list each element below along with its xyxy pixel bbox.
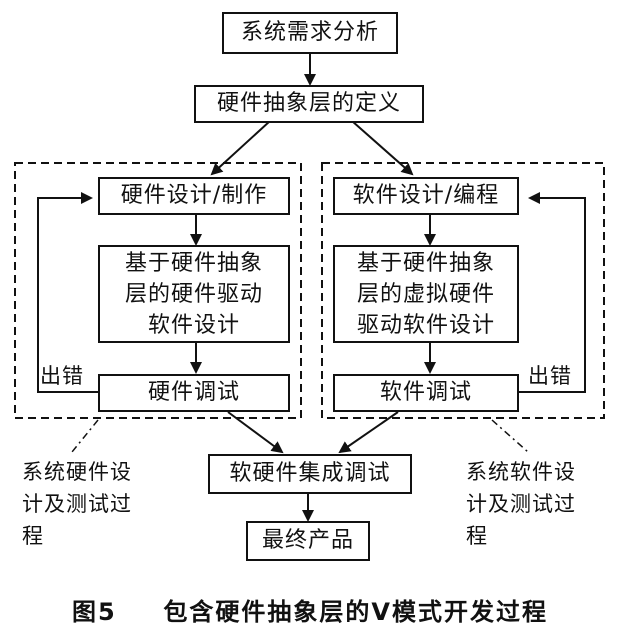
arrow-hw-error-feedback <box>37 192 98 393</box>
integration-label: 软硬件集成调试 <box>229 461 391 486</box>
sw-design-label: 软件设计/编程 <box>352 183 500 208</box>
figure-number: 图5 <box>72 598 117 626</box>
hal-definition-box: 硬件抽象层的定义 <box>194 85 424 123</box>
requirements-analysis-box: 系统需求分析 <box>222 12 398 54</box>
hw-debug-label: 硬件调试 <box>147 380 240 405</box>
hw-driver-box: 基于硬件抽象层的硬件驱动软件设计 <box>98 245 290 343</box>
sw-group-border <box>321 162 605 419</box>
sw-debug-box: 软件调试 <box>333 374 519 412</box>
figure-caption: 图5 包含硬件抽象层的V模式开发过程 <box>0 592 620 627</box>
final-product-box: 最终产品 <box>246 521 370 561</box>
sw-driver-label: 基于硬件抽象层的虚拟硬件驱动软件设计 <box>356 250 495 338</box>
requirements-analysis-label: 系统需求分析 <box>240 20 379 45</box>
hw-design-box: 硬件设计/制作 <box>98 177 290 215</box>
arrow-sw-error-feedback <box>519 192 586 393</box>
arrow-hal-to-sw-design <box>351 120 414 176</box>
hw-debug-box: 硬件调试 <box>98 374 290 412</box>
hw-group-leader-line <box>71 419 99 453</box>
hw-group-border <box>14 162 302 419</box>
sw-debug-label: 软件调试 <box>379 380 472 405</box>
arrow-sw-debug-to-integration <box>338 411 399 454</box>
final-product-label: 最终产品 <box>261 528 354 553</box>
hal-definition-label: 硬件抽象层的定义 <box>216 91 401 116</box>
arrow-hal-to-hw-design <box>210 120 271 176</box>
sw-group-label: 系统软件设计及测试过程 <box>466 460 576 548</box>
sw-driver-box: 基于硬件抽象层的虚拟硬件驱动软件设计 <box>333 245 519 343</box>
sw-group-leader-line <box>491 419 529 453</box>
figure-title: 包含硬件抽象层的V模式开发过程 <box>163 598 548 626</box>
hw-group-label: 系统硬件设计及测试过程 <box>22 460 132 548</box>
sw-design-box: 软件设计/编程 <box>333 177 519 215</box>
integration-box: 软硬件集成调试 <box>208 454 412 494</box>
hw-error-label: 出错 <box>40 364 84 388</box>
sw-error-label: 出错 <box>528 364 572 388</box>
hw-driver-label: 基于硬件抽象层的硬件驱动软件设计 <box>124 250 263 338</box>
hw-design-label: 硬件设计/制作 <box>120 183 268 208</box>
arrow-hw-debug-to-integration <box>227 411 284 454</box>
